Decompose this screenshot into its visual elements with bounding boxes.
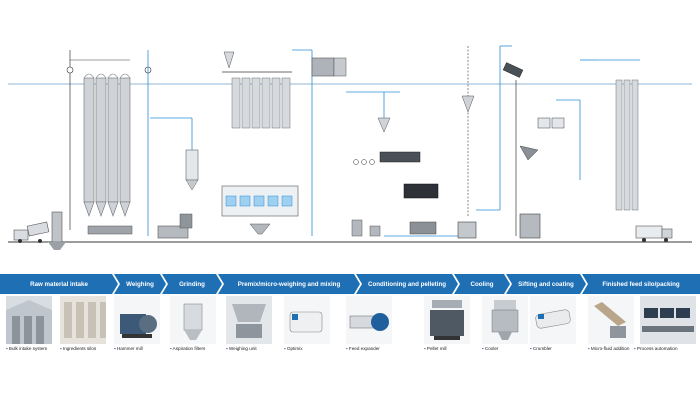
equipment-micro-fluid-addition: ▪ Micro-fluid addition <box>588 296 634 351</box>
auxiliary-tanks <box>351 219 381 237</box>
equipment-caption: ▪ Weighing unit <box>226 346 257 351</box>
stage-label: Weighing <box>126 280 154 288</box>
equipment-caption: ▪ Crumbler <box>530 346 552 351</box>
stage-label: Conditioning and pelleting <box>367 280 447 288</box>
premix-cyclone <box>223 51 235 69</box>
equipment-caption: ▪ Feed expander <box>346 346 380 351</box>
stage-weighing: Weighing <box>114 274 166 294</box>
equipment-caption: ▪ Micro-fluid addition <box>588 346 630 351</box>
pellet-bins <box>311 57 347 77</box>
stage-label: Finished feed silo/packing <box>602 280 680 288</box>
intake-pit <box>48 211 66 250</box>
equipment-hammer-mill: ▪ Hammer mill <box>114 296 160 351</box>
sifter <box>502 62 524 78</box>
stage-finished-feed: Finished feed silo/packing <box>582 274 700 294</box>
stage-premix: Premix/micro-weighing and mixing <box>218 274 360 294</box>
control-room-photo-icon <box>640 296 696 344</box>
silo-hall-photo-icon <box>60 296 106 344</box>
filter-photo-icon <box>170 296 216 344</box>
equipment-caption: ▪ Ingredients silos <box>60 346 97 351</box>
aspiration-filter <box>185 149 199 191</box>
stage-label: Cooling <box>470 280 494 288</box>
equipment-optimix: ▪ Optimix <box>284 296 330 351</box>
equipment-cooler: ▪ Cooler <box>482 296 528 351</box>
equipment-caption: ▪ Cooler <box>482 346 499 351</box>
weighing-unit-photo-icon <box>226 296 272 344</box>
stage-cooling: Cooling <box>454 274 510 294</box>
warehouse-photo-icon <box>6 296 52 344</box>
equipment-caption: ▪ Pellet mill <box>424 346 447 351</box>
equipment-caption: ▪ Process automation <box>634 346 678 351</box>
stage-label: Sifting and coating <box>518 280 574 288</box>
cooler-cyclone <box>461 95 475 113</box>
equipment-bulk-intake: ▪ Bulk intake system <box>6 296 52 351</box>
conditioning-hopper <box>377 117 391 133</box>
coater-hopper <box>519 145 539 161</box>
intake-truck <box>13 221 50 243</box>
loading-truck <box>635 225 673 242</box>
equipment-process-automation: ▪ Process automation <box>634 296 696 351</box>
crumbler-photo-icon <box>530 296 576 344</box>
equipment-caption: ▪ Aspiration filters <box>170 346 206 351</box>
premix-bins <box>231 77 291 129</box>
hammer-mill-unit <box>157 213 193 239</box>
pellet-base <box>409 221 437 235</box>
stage-label: Premix/micro-weighing and mixing <box>237 280 341 288</box>
process-stage-banner: Raw material intake Weighing Grinding Pr… <box>0 274 700 294</box>
stage-label: Grinding <box>179 280 205 288</box>
mixer <box>249 223 271 235</box>
pellet-mill-photo-icon <box>424 296 470 344</box>
stage-label: Raw material intake <box>30 280 88 288</box>
valve-icons <box>353 159 375 165</box>
stage-grinding: Grinding <box>162 274 222 294</box>
silo-tops <box>83 73 131 79</box>
coating-tank <box>519 213 541 239</box>
micro-weighing-unit <box>221 185 299 217</box>
raw-material-silos <box>83 77 131 217</box>
stage-raw-material-intake: Raw material intake <box>0 274 118 294</box>
gauge-icon <box>66 66 74 74</box>
cooler-unit <box>457 221 477 239</box>
silo-discharge-conveyor <box>87 225 133 235</box>
coating-panel <box>537 117 565 129</box>
equipment-gallery: ▪ Bulk intake system ▪ Ingredients silos… <box>0 296 700 358</box>
finished-feed-silos <box>615 79 639 211</box>
mixer-photo-icon <box>284 296 330 344</box>
cooler-photo-icon <box>482 296 528 344</box>
equipment-caption: ▪ Bulk intake system <box>6 346 48 351</box>
equipment-crumbler: ▪ Crumbler <box>530 296 576 351</box>
equipment-ingredients-silos: ▪ Ingredients silos <box>60 296 106 351</box>
hammer-mill-photo-icon <box>114 296 160 344</box>
equipment-caption: ▪ Optimix <box>284 346 303 351</box>
equipment-feed-expander: ▪ Feed expander <box>346 296 392 351</box>
equipment-pellet-mill: ▪ Pellet mill <box>424 296 470 351</box>
equipment-weighing-unit: ▪ Weighing unit <box>226 296 272 351</box>
equipment-caption: ▪ Hammer mill <box>114 346 143 351</box>
stage-conditioning-pelleting: Conditioning and pelleting <box>356 274 458 294</box>
fluid-dosing-photo-icon <box>588 296 634 344</box>
equipment-aspiration-filters: ▪ Aspiration filters <box>170 296 216 351</box>
pellet-mill-unit <box>403 183 439 199</box>
feed-expander-unit <box>379 151 421 163</box>
stage-sifting-coating: Sifting and coating <box>506 274 586 294</box>
expander-photo-icon <box>346 296 392 344</box>
